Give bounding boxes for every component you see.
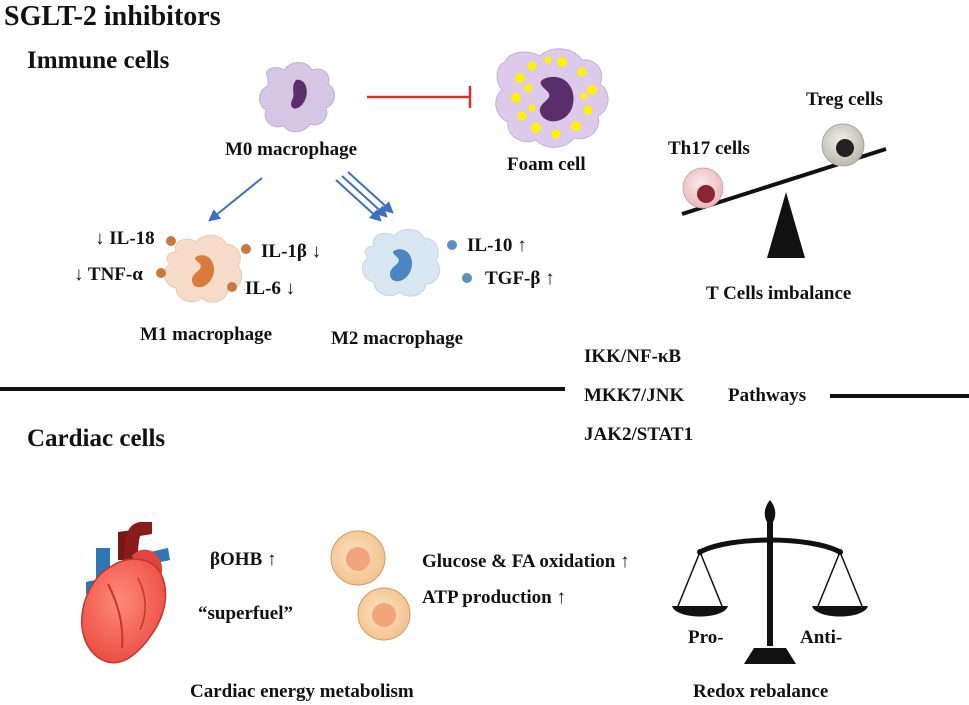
cardiac-energy-metabolism-label: Cardiac energy metabolism: [190, 681, 414, 702]
th17-cells-label: Th17 cells: [668, 138, 750, 159]
m2-macrophage-label: M2 macrophage: [331, 328, 464, 349]
m2-cytokine-dots: [447, 240, 472, 283]
m2-macrophage-icon: [361, 229, 441, 297]
m0-macrophage-label: M0 macrophage: [225, 139, 358, 160]
il18-label: ↓ IL-18: [95, 228, 155, 249]
tgf-beta-label: TGF-β ↑: [485, 268, 555, 289]
diagram-title: SGLT-2 inhibitors: [4, 1, 221, 32]
il1b-label: IL-1β ↓: [261, 241, 322, 262]
il10-label: IL-10 ↑: [467, 235, 527, 256]
t-cells-imbalance-label: T Cells imbalance: [706, 283, 852, 304]
redox-scale-icon: [672, 500, 868, 664]
redox-rebalance-label: Redox rebalance: [693, 681, 829, 702]
il6-label: IL-6 ↓: [245, 278, 296, 299]
treg-cells-label: Treg cells: [806, 89, 883, 110]
arrows-to-m2: [335, 171, 394, 222]
cardiac-cells-heading: Cardiac cells: [27, 425, 166, 452]
m1-cytokine-dots: [156, 236, 251, 292]
pathways-label: Pathways: [728, 385, 807, 406]
th17-cell-icon: [682, 167, 724, 209]
m1-macrophage-icon: [163, 235, 243, 303]
superfuel-label: “superfuel”: [198, 603, 293, 624]
cardiac-cell-icon: [357, 587, 411, 641]
inhibition-line: [367, 86, 472, 108]
m0-macrophage-icon: [259, 62, 335, 133]
cardiac-cell-icon: [330, 530, 386, 586]
immune-cells-heading: Immune cells: [27, 47, 170, 74]
anti-label: Anti-: [800, 627, 843, 648]
glucose-fa-oxidation-label: Glucose & FA oxidation ↑: [422, 551, 630, 572]
tnf-alpha-label: ↓ TNF-α: [74, 264, 143, 285]
pathway-mkk7-jnk: MKK7/JNK: [584, 385, 685, 406]
pathway-ikk-nfkb: IKK/NF-κB: [584, 346, 682, 367]
pathway-jak2-stat1: JAK2/STAT1: [584, 424, 694, 445]
foam-cell-label: Foam cell: [507, 154, 586, 175]
treg-cell-icon: [821, 123, 865, 167]
pro-label: Pro-: [688, 627, 724, 648]
foam-cell-icon: [495, 48, 609, 148]
m1-macrophage-label: M1 macrophage: [140, 324, 273, 345]
arrow-to-m1: [208, 177, 263, 222]
bohb-label: βOHB ↑: [210, 549, 277, 570]
heart-icon: [81, 522, 170, 664]
atp-production-label: ATP production ↑: [422, 587, 566, 608]
